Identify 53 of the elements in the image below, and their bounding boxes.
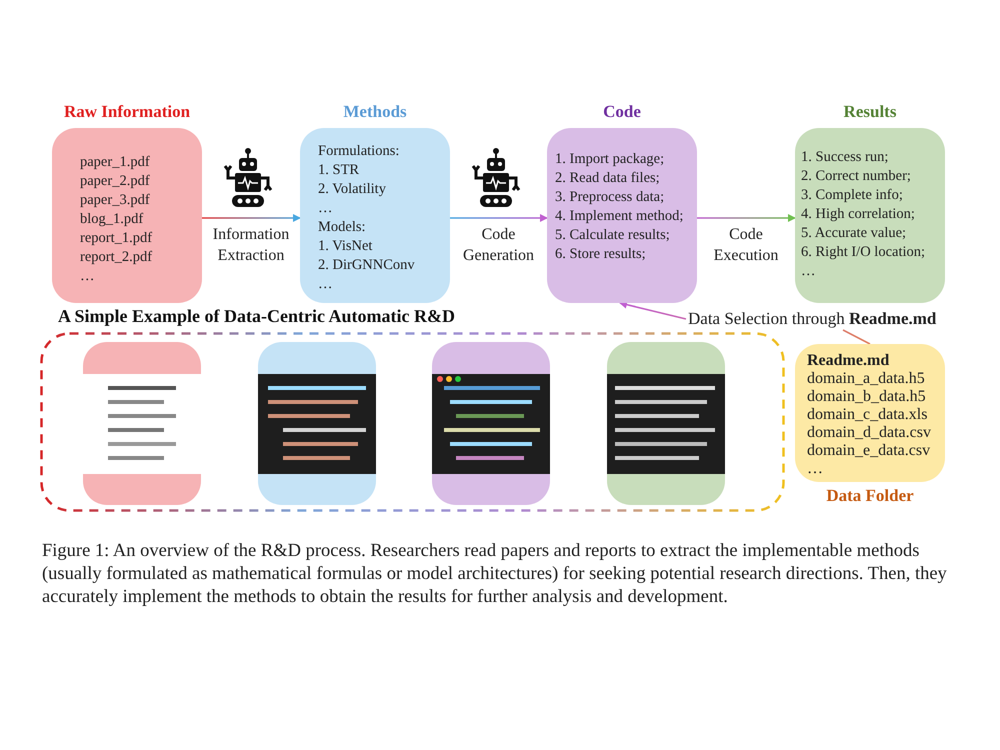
list-item: Readme.md: [807, 352, 890, 370]
list-item: domain_e_data.csv: [807, 442, 930, 460]
list-item: Models:: [318, 218, 366, 237]
list-item: 1. STR: [318, 161, 360, 180]
list-item: 1. VisNet: [318, 237, 372, 256]
rounded-box: [607, 342, 725, 505]
edge-label: Code Execution: [712, 225, 780, 266]
list-item: report_1.pdf: [80, 229, 152, 248]
heading: Raw Information: [62, 102, 192, 122]
edge-label: Data Selection through Readme.md: [688, 308, 938, 329]
list-item: Formulations:: [318, 142, 400, 161]
list-item: domain_c_data.xls: [807, 406, 928, 424]
list-item: domain_b_data.h5: [807, 388, 926, 406]
list-item: 3. Complete info;: [801, 186, 903, 205]
heading: Data Folder: [825, 486, 915, 506]
arrow: [450, 214, 548, 222]
list-item: 2. Correct number;: [801, 167, 911, 186]
heading: Results: [842, 102, 898, 122]
list-item: 1. Success run;: [801, 148, 888, 167]
list-item: 6. Store results;: [555, 245, 646, 264]
heading: Code: [602, 102, 642, 122]
arrow: [619, 300, 871, 345]
list-item: …: [807, 460, 823, 478]
caption: Figure 1: An overview of the R&D process. Researchers read papers and reports to extract the implementable methods (usually formulated as mathematical formulas or model architectures) for seeking potential research directions. Then, they accurately implement the methods to obtain the results for further analysis and development.: [42, 540, 948, 609]
list-item: 1. Import package;: [555, 150, 664, 169]
list-item: …: [318, 199, 332, 218]
list-item: …: [80, 267, 94, 286]
list-item: 2. Volatility: [318, 180, 386, 199]
list-item: 2. Read data files;: [555, 169, 660, 188]
list-item: 6. Right I/O location;: [801, 243, 926, 262]
list-item: 4. Implement method;: [555, 207, 684, 226]
arrow: [202, 214, 301, 222]
list-item: …: [801, 262, 816, 281]
heading: A Simple Example of Data-Centric Automatic R&D: [58, 306, 455, 327]
list-item: paper_1.pdf: [80, 153, 150, 172]
list-item: blog_1.pdf: [80, 210, 144, 229]
list-item: domain_a_data.h5: [807, 370, 925, 388]
list-item: 4. High correlation;: [801, 205, 915, 224]
list-item: 5. Calculate results;: [555, 226, 670, 245]
list-item: 5. Accurate value;: [801, 224, 906, 243]
list-item: 2. DirGNNConv: [318, 256, 415, 275]
rounded-box: [432, 342, 550, 505]
edge-label: Information Extraction: [212, 225, 290, 266]
rounded-box: [258, 342, 376, 505]
list-item: domain_d_data.csv: [807, 424, 931, 442]
list-item: report_2.pdf: [80, 248, 152, 267]
list-item: paper_3.pdf: [80, 191, 150, 210]
list-item: …: [318, 275, 332, 294]
edge-label: Code Generation: [462, 225, 536, 266]
heading: Methods: [342, 102, 408, 122]
arrow: [697, 214, 796, 222]
list-item: 3. Preprocess data;: [555, 188, 664, 207]
list-item: paper_2.pdf: [80, 172, 150, 191]
